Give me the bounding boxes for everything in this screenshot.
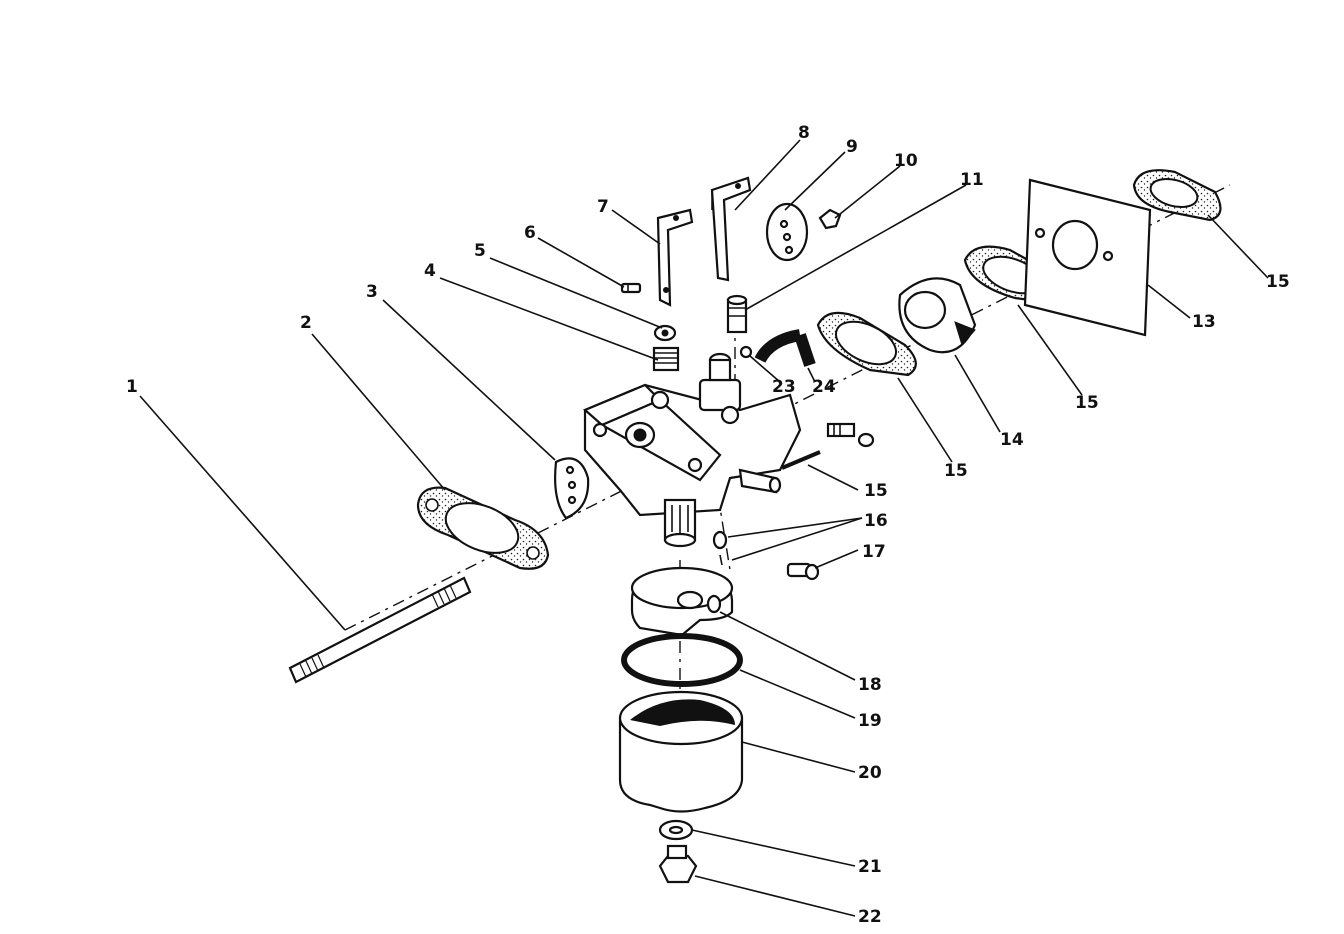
part-23-nut <box>658 844 698 884</box>
part-14-spacer <box>898 277 977 354</box>
callout-20: 19 <box>858 711 882 731</box>
part-9-plate <box>765 202 809 262</box>
part-13-plate <box>1023 178 1152 337</box>
part-22-washer <box>658 819 694 841</box>
callout-24: 23 <box>772 377 796 397</box>
leader-lines <box>139 139 1269 917</box>
part-21-bowl <box>618 690 744 813</box>
part-25-tube <box>754 329 816 367</box>
callout-8: 8 <box>798 123 810 143</box>
part-3-plate <box>554 457 590 520</box>
callout-16: 15 <box>864 481 888 501</box>
part-20-ring <box>621 633 743 687</box>
idle-screw <box>826 422 875 448</box>
callout-14: 14 <box>1000 430 1024 450</box>
part-2-gasket <box>416 486 550 570</box>
part-5-screw <box>653 324 677 342</box>
part-18-screw <box>786 562 820 581</box>
callout-15-mid: 15 <box>1075 393 1099 413</box>
callout-2: 2 <box>300 313 312 333</box>
callout-25: 24 <box>812 377 836 397</box>
part-4-spring <box>652 346 680 372</box>
callout-21: 20 <box>858 763 882 783</box>
part-19-float <box>630 566 734 637</box>
part-24-clip <box>739 345 753 359</box>
callout-10: 10 <box>894 151 918 171</box>
callout-23: 22 <box>858 907 882 927</box>
callout-1: 1 <box>126 377 138 397</box>
callout-15-lower: 15 <box>944 461 968 481</box>
part-17-o-ring <box>712 530 728 566</box>
callout-22: 21 <box>858 857 882 877</box>
part-10-screw <box>818 208 842 230</box>
part-6-screw <box>620 282 642 294</box>
callout-6: 6 <box>524 223 536 243</box>
callout-4: 4 <box>424 261 436 281</box>
part-15-gasket-c <box>1132 169 1222 222</box>
part-8-bracket <box>710 176 752 282</box>
part-16-pin <box>781 450 821 470</box>
part-11-fitting <box>726 294 748 334</box>
callout-15-top-right: 15 <box>1266 272 1290 292</box>
callout-19: 18 <box>858 675 882 695</box>
part-15-gasket-a <box>816 311 917 377</box>
callout-13: 13 <box>1192 312 1216 332</box>
callout-3: 3 <box>366 282 378 302</box>
part-7-bracket <box>656 208 694 307</box>
callout-18: 17 <box>862 542 886 562</box>
callout-17: 16 <box>864 511 888 531</box>
carburetor-body <box>582 352 802 548</box>
callout-9: 9 <box>846 137 858 157</box>
callout-11: 11 <box>960 170 984 190</box>
callouts: 1 2 3 4 5 6 7 8 9 10 11 13 14 15 15 15 1… <box>126 123 1290 927</box>
callout-7: 7 <box>597 197 609 217</box>
callout-5: 5 <box>474 241 486 261</box>
part-1-stud <box>288 576 472 684</box>
